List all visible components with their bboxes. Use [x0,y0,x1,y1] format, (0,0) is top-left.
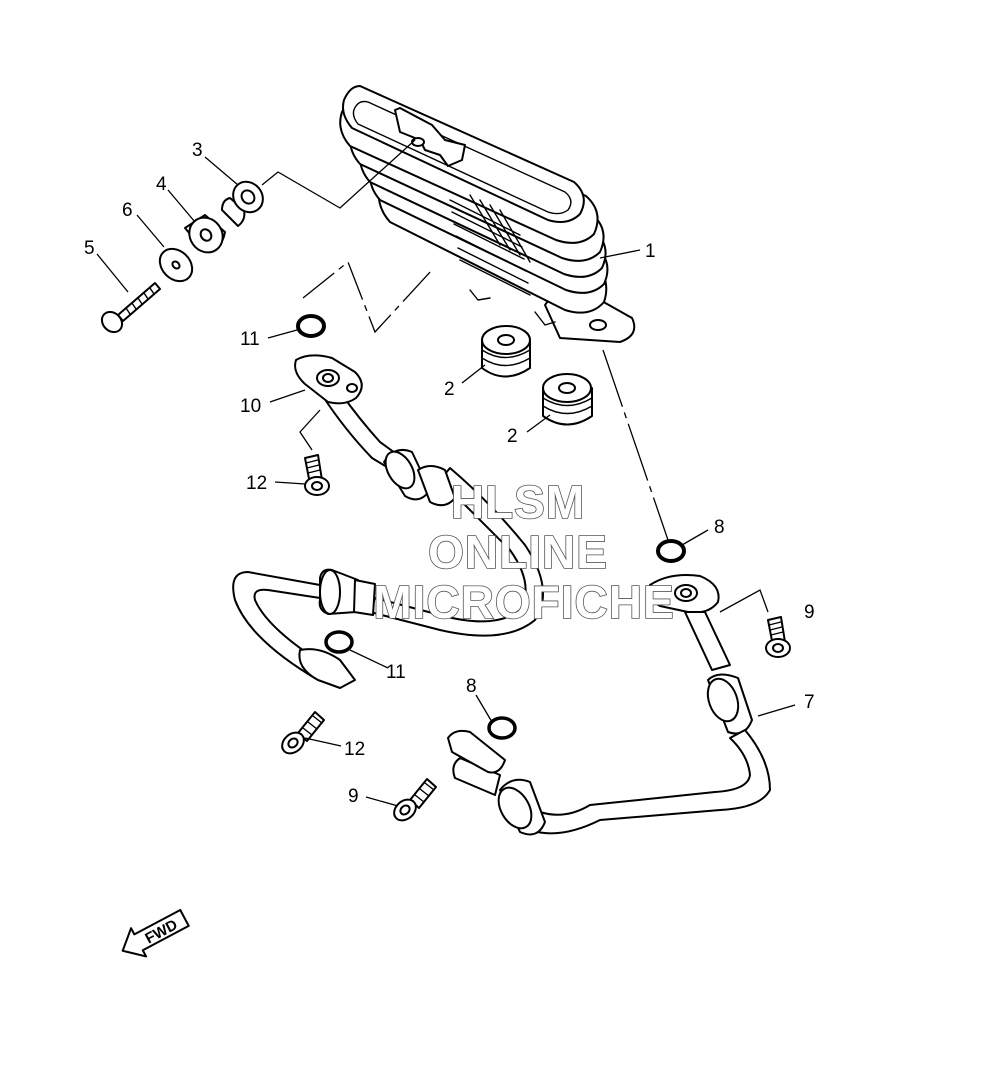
cooler-fins [339,85,636,343]
callout-2-upper: 2 [444,379,455,400]
callout-8-upper: 8 [714,517,725,538]
callout-12-upper: 12 [246,473,267,494]
fwd-direction-arrow: FWD [121,908,190,958]
callout-2-lower: 2 [507,426,518,447]
assembly-lines [261,139,769,613]
watermark-line-1: HLSM [451,476,585,528]
washer-part-6 [158,247,194,283]
o-ring-part-8-lower [487,716,517,740]
oil-pipe-part-10 [232,354,544,689]
bolt-part-12-lower [281,711,325,755]
callout-labels: 1 2 2 3 4 5 6 7 8 8 9 9 10 11 11 12 12 [84,140,815,807]
bolt-part-9-upper [765,616,791,658]
damper-part-2-upper [481,325,531,378]
o-ring-part-8-upper [656,539,686,563]
watermark: HLSM ONLINE MICROFICHE [373,475,675,629]
callout-7: 7 [804,692,815,713]
callout-9-upper: 9 [804,602,815,623]
callout-11-upper: 11 [240,329,260,350]
o-ring-part-11-lower [324,630,354,654]
arrow-icon [121,908,190,958]
callout-6: 6 [122,200,133,221]
callout-5: 5 [84,238,95,259]
leader-lines [96,156,796,807]
oil-cooler-part-1 [339,85,636,343]
damper-part-2-lower [542,373,593,426]
callout-1: 1 [645,241,656,262]
callout-8-lower: 8 [466,676,477,697]
callout-11-lower: 11 [386,662,406,683]
oil-pipe-part-7 [447,574,771,836]
bolt-part-12-upper [304,454,330,496]
grommet-part-4 [184,214,226,254]
callout-9-lower: 9 [348,786,359,807]
callout-3: 3 [192,140,203,161]
bolt-part-9-lower [393,778,437,822]
o-ring-part-11-upper [296,314,326,338]
callout-4: 4 [156,174,167,195]
collar-part-3 [221,180,264,227]
bolt-part-5 [100,282,161,334]
callout-10: 10 [240,396,261,417]
watermark-line-3: MICROFICHE [373,576,674,628]
callout-12-lower: 12 [344,739,365,760]
watermark-line-2: ONLINE [428,526,608,578]
